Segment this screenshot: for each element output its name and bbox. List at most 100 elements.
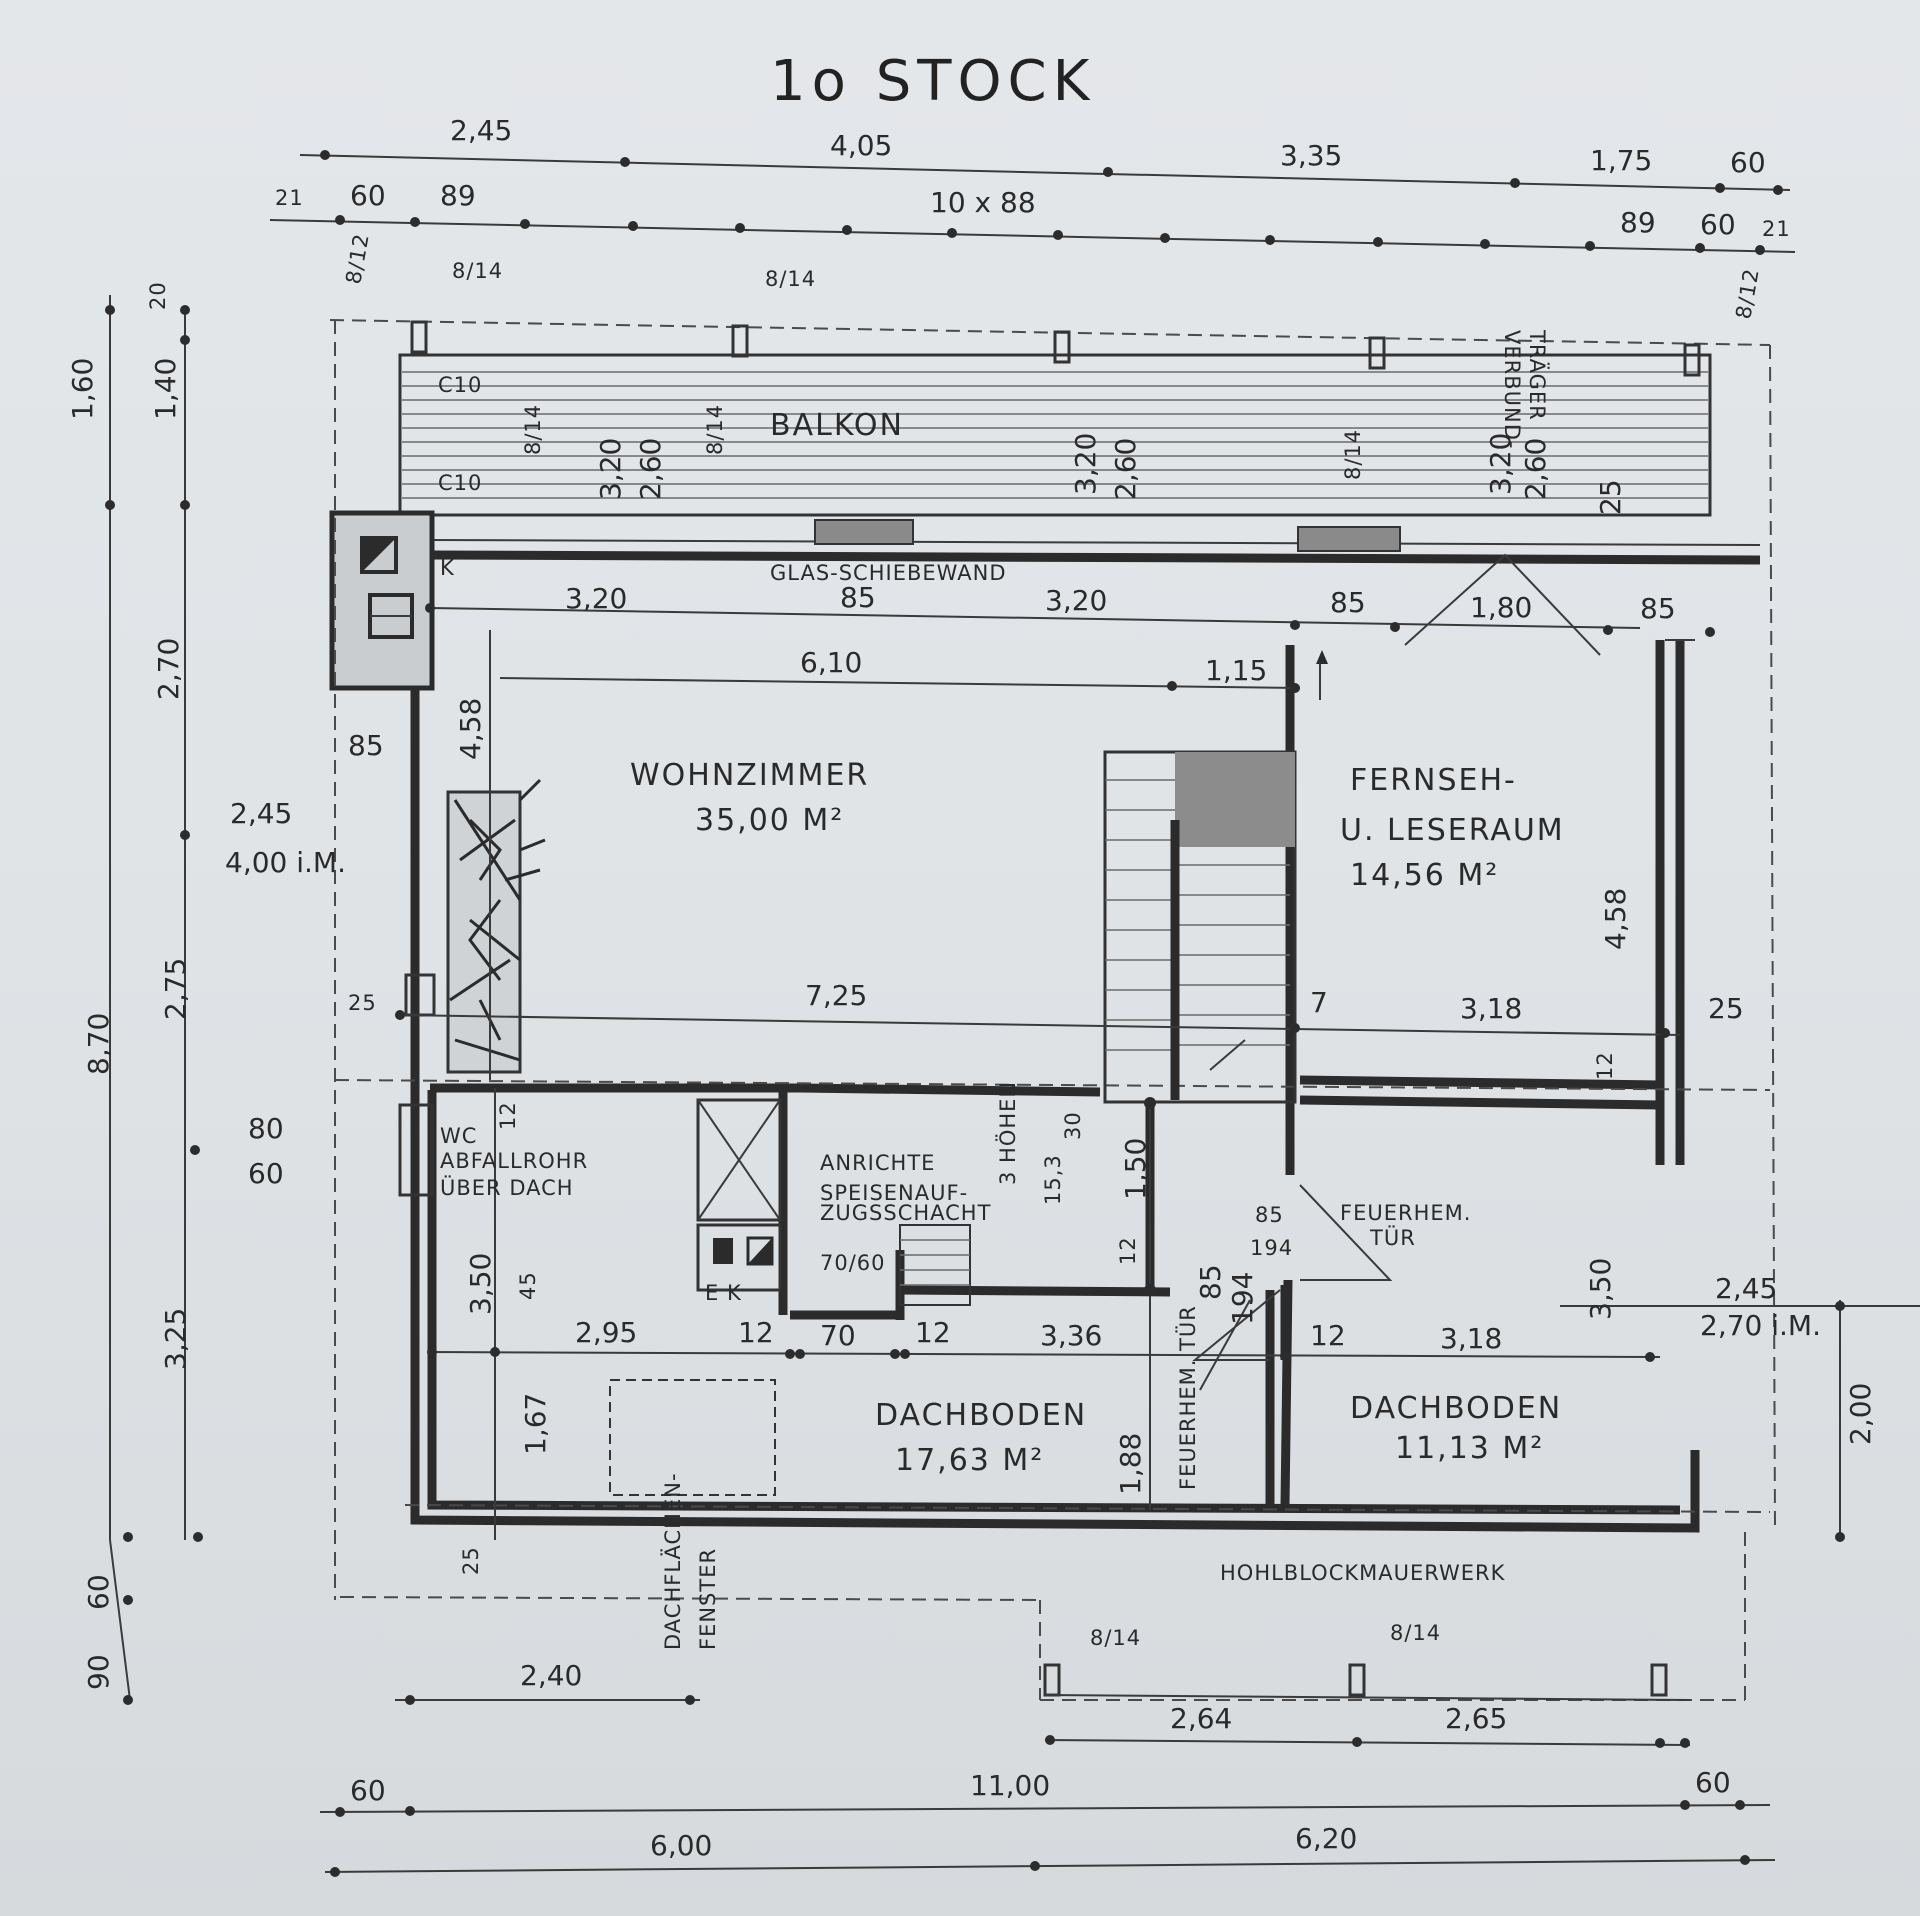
- dim-w-610: 6,10: [800, 646, 862, 679]
- dim-top-335: 3,35: [1280, 139, 1342, 172]
- dim-r-320a: 3,20: [565, 582, 627, 615]
- dim-bot-620: 6,20: [1295, 1822, 1357, 1855]
- beam-label-814-g: 8/14: [1390, 1621, 1441, 1645]
- beam-label-814-c: 8/14: [521, 404, 545, 455]
- room-area-dachboden-left: 17,63 M²: [895, 1443, 1044, 1478]
- room-label-dachboden-right: DACHBODEN: [1350, 1391, 1562, 1426]
- dim-l-45: 45: [516, 1271, 540, 1300]
- dim-r-350: 3,50: [1584, 1258, 1617, 1320]
- note-c10-bottom: C10: [438, 471, 482, 495]
- room-area-fernseh: 14,56 M²: [1350, 858, 1499, 893]
- dim-top-60r: 60: [1730, 146, 1766, 179]
- dim-l-140: 1,40: [149, 358, 182, 420]
- note-fenster: FENSTER: [696, 1548, 720, 1650]
- plan-notes: WC ABFALLROHR ÜBER DACH ANRICHTE SPEISEN…: [225, 846, 1821, 1650]
- dim-row-21l: 21: [275, 186, 304, 210]
- dim-s-150: 1,50: [1119, 1138, 1152, 1200]
- note-traeger: TRÄGER: [1525, 329, 1550, 421]
- beam-label-814-f: 8/14: [1090, 1626, 1141, 1650]
- dim-bal-260b: 2,60: [1109, 438, 1142, 500]
- note-feuerhem-vertical: FEUERHEM. TÜR: [1175, 1305, 1200, 1490]
- internal-dim-lines: [105, 295, 1920, 1877]
- dim-l-80: 80: [248, 1112, 284, 1145]
- room-label-balkon: BALKON: [770, 408, 904, 443]
- dim-s-153: 15,3: [1041, 1154, 1065, 1205]
- beam-label-814-e: 8/14: [1341, 429, 1365, 480]
- dim-row-60l: 60: [350, 179, 386, 212]
- note-abfallrohr: ABFALLROHR: [440, 1149, 588, 1173]
- dim-bot-240: 2,40: [520, 1659, 582, 1692]
- dim-bal-320b: 3,20: [1069, 433, 1102, 495]
- dim-w-318: 3,18: [1460, 992, 1522, 1025]
- dim-l-160: 1,60: [66, 358, 99, 420]
- note-feuerhem-1: FEUERHEM.: [1340, 1201, 1471, 1225]
- dim-f-458: 4,58: [1599, 888, 1632, 950]
- dim-bal-260a: 2,60: [634, 438, 667, 500]
- dim-l-325: 3,25: [159, 1308, 192, 1370]
- dim-row-10x88: 10 x 88: [930, 186, 1036, 219]
- dim-r-180: 1,80: [1470, 591, 1532, 624]
- room-label-dachboden-left: DACHBODEN: [875, 1398, 1087, 1433]
- dim-row-60r: 60: [1700, 208, 1736, 241]
- dim-l-270: 2,70: [152, 638, 185, 700]
- dim-r-85a: 85: [840, 581, 876, 614]
- dim-w-115: 1,15: [1205, 654, 1267, 687]
- dim-top-245: 2,45: [450, 114, 512, 147]
- dim-d-318: 3,18: [1440, 1322, 1502, 1355]
- room-area-wohnzimmer: 35,00 M²: [695, 803, 844, 838]
- dim-d-70: 70: [820, 1319, 856, 1352]
- dim-row-89l: 89: [440, 179, 476, 212]
- note-feuerhem-2: TÜR: [1369, 1225, 1416, 1250]
- room-label-fernseh-1: FERNSEH-: [1350, 763, 1517, 798]
- beam-label-812-r: 8/12: [1731, 266, 1764, 321]
- dim-l-60b: 60: [82, 1574, 115, 1610]
- dim-r-85c: 85: [1640, 592, 1676, 625]
- dim-bal-25: 25: [1594, 479, 1627, 515]
- note-3-hoehen: 3 HÖHEN: [995, 1081, 1020, 1185]
- dim-d-336: 3,36: [1040, 1319, 1102, 1352]
- dim-bal-260c: 2,60: [1519, 438, 1552, 500]
- note-dachflaechen: DACHFLÄCHEN-: [660, 1472, 685, 1650]
- walls: [334, 320, 1776, 1701]
- dim-bal-320c: 3,20: [1484, 433, 1517, 495]
- dim-d-12c: 12: [1310, 1319, 1346, 1352]
- dim-bot-60r: 60: [1695, 1766, 1731, 1799]
- chimney: K: [329, 510, 455, 691]
- room-dimensions: 3,20 85 3,20 85 1,80 85 6,10 1,15 7,25 7…: [496, 581, 1877, 1495]
- dim-l-275: 2,75: [159, 958, 192, 1020]
- dim-r-200: 2,00: [1844, 1383, 1877, 1445]
- dim-row-89r: 89: [1620, 206, 1656, 239]
- dim-l-85: 85: [348, 729, 384, 762]
- room-label-wohnzimmer: WOHNZIMMER: [630, 758, 869, 793]
- dim-bot-25: 25: [459, 1546, 483, 1575]
- room-labels: WOHNZIMMER 35,00 M² FERNSEH- U. LESERAUM…: [630, 758, 1563, 1478]
- dim-bot-264: 2,64: [1170, 1702, 1232, 1735]
- beam-label-814-d: 8/14: [703, 404, 727, 455]
- note-ek: E K: [705, 1281, 742, 1305]
- note-glas-schiebewand: GLAS-SCHIEBEWAND: [770, 561, 1007, 585]
- room-area-dachboden-right: 11,13 M²: [1395, 1431, 1544, 1466]
- dim-bot-60l: 60: [350, 1774, 386, 1807]
- dim-l-870: 8,70: [82, 1013, 115, 1075]
- left-dimensions: 1,60 1,40 20 2,70 8,70 2,75 3,25 2,45 85…: [66, 281, 552, 1690]
- dim-l-90: 90: [82, 1654, 115, 1690]
- dim-w-7: 7: [1310, 986, 1328, 1019]
- dim-bot-265: 2,65: [1445, 1702, 1507, 1735]
- dim-r-245: 2,45: [1715, 1272, 1777, 1305]
- beam-label-814-a: 8/14: [452, 259, 503, 283]
- staircase: [1103, 650, 1328, 1104]
- dim-l-458: 4,58: [454, 698, 487, 760]
- note-speisen-1: SPEISENAUF-: [820, 1181, 968, 1205]
- beam-label-814-b: 8/14: [765, 267, 816, 291]
- dim-s-12: 12: [1116, 1236, 1140, 1265]
- dim-top-405: 4,05: [830, 129, 892, 162]
- dim-d-194: 194: [1250, 1236, 1293, 1260]
- dim-f-25: 25: [1708, 992, 1744, 1025]
- fire-doors: [1192, 1184, 1393, 1361]
- dim-l-245: 2,45: [230, 797, 292, 830]
- note-wc: WC: [440, 1124, 477, 1148]
- note-k: K: [440, 556, 455, 580]
- dim-s-7060: 70/60: [820, 1251, 886, 1275]
- dim-bot-600: 6,00: [650, 1829, 712, 1862]
